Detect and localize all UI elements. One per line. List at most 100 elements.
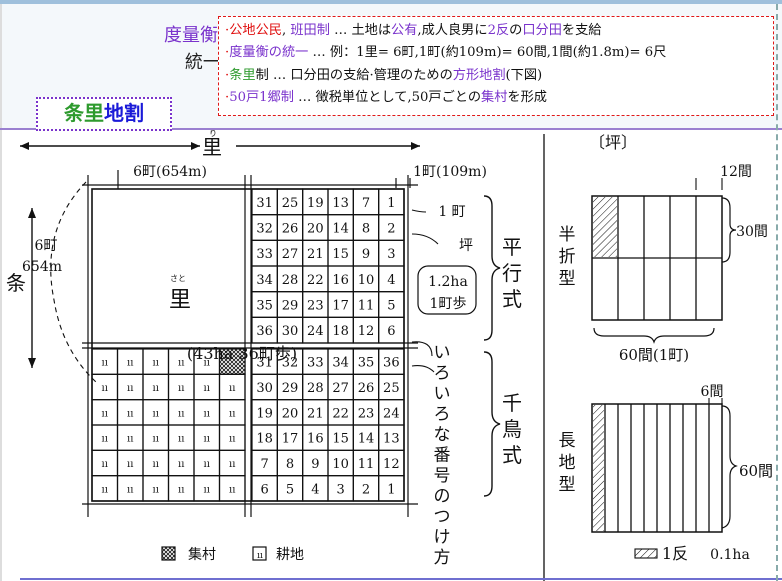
chidori-number: 13 bbox=[383, 432, 400, 447]
chidori-label: 式 bbox=[502, 443, 522, 467]
one-cho-right: 1 町 bbox=[438, 204, 465, 220]
field-symbol: ıı bbox=[178, 358, 184, 369]
chidori-label: 鳥 bbox=[502, 417, 522, 441]
heiko-label: 平 bbox=[502, 235, 522, 259]
tsubo-cell bbox=[378, 475, 405, 502]
heiko-number: 5 bbox=[387, 299, 395, 314]
naga-chi-label: 長 bbox=[559, 431, 576, 451]
chidori-number: 9 bbox=[311, 457, 319, 472]
field-symbol: ıı bbox=[127, 358, 133, 369]
chidori-number: 1 bbox=[387, 482, 395, 497]
chidori-number: 22 bbox=[332, 406, 349, 421]
chidori-label: 千 bbox=[502, 391, 522, 415]
note-line: ·50戸1郷制 … 徴税単位として,50戸ごとの集村を形成 bbox=[225, 87, 767, 109]
hatched-tsubo bbox=[593, 197, 617, 257]
heiko-number: 27 bbox=[282, 247, 299, 262]
heiko-number: 31 bbox=[256, 196, 273, 211]
note-text: 条里 bbox=[229, 67, 256, 83]
long-6ken: 6間 bbox=[701, 384, 724, 400]
section-label-part2: 地割 bbox=[104, 101, 144, 125]
field-legend-symbol: ıı bbox=[257, 551, 263, 561]
section-label-part1: 条里 bbox=[64, 101, 104, 125]
chidori-number: 25 bbox=[383, 381, 400, 396]
note-text: (下図) bbox=[505, 67, 543, 83]
numbering-char: け bbox=[434, 528, 451, 548]
field-symbol: ıı bbox=[102, 434, 108, 445]
chidori-number: 16 bbox=[307, 432, 324, 447]
leader bbox=[411, 209, 427, 213]
top-bar bbox=[0, 0, 782, 4]
note-text: 制 … 口分田の支給·管理のための bbox=[255, 67, 453, 83]
heiko-number: 13 bbox=[332, 196, 349, 211]
ri-ruby: り bbox=[209, 130, 217, 138]
note-text: 公有 bbox=[391, 23, 418, 38]
right-dash bbox=[776, 4, 778, 581]
heiko-number: 36 bbox=[256, 324, 273, 339]
chidori-number: 10 bbox=[332, 457, 349, 472]
chidori-number: 4 bbox=[311, 482, 319, 497]
chidori-number: 7 bbox=[261, 457, 269, 472]
field-symbol: ıı bbox=[229, 459, 235, 470]
numbering-char: つ bbox=[434, 507, 451, 527]
field-symbol: ıı bbox=[229, 484, 235, 495]
tsubo-bubble bbox=[417, 265, 477, 315]
field-symbol: ıı bbox=[178, 484, 184, 495]
chidori-number: 14 bbox=[358, 432, 375, 447]
chidori-number: 23 bbox=[358, 406, 375, 421]
tan-legend-icon bbox=[634, 548, 658, 559]
heiko-number: 7 bbox=[362, 196, 370, 211]
numbering-char: 方 bbox=[434, 548, 451, 568]
han-ori-label: 折 bbox=[559, 247, 576, 267]
chidori-number: 19 bbox=[256, 406, 273, 421]
note-text: を形成 bbox=[507, 90, 547, 106]
heiko-number: 19 bbox=[307, 196, 324, 211]
half-12ken: 12間 bbox=[720, 164, 752, 180]
numbering-char: い bbox=[434, 384, 451, 404]
left-rule bbox=[0, 4, 2, 581]
heiko-number: 33 bbox=[256, 247, 273, 262]
field-symbol: ıı bbox=[153, 383, 159, 394]
numbering-char: ろ bbox=[434, 364, 451, 384]
tsubo-area: 1町歩 bbox=[430, 296, 467, 312]
leader bbox=[411, 341, 433, 357]
field-symbol: ıı bbox=[127, 383, 133, 394]
heiko-number: 32 bbox=[256, 222, 273, 237]
heiko-number: 2 bbox=[387, 222, 395, 237]
legend-village: 集村 bbox=[188, 546, 216, 563]
tsubo-label: 坪 bbox=[459, 238, 473, 254]
field-cell bbox=[218, 475, 246, 502]
long-60ken: 60間 bbox=[739, 462, 773, 480]
field-symbol: ıı bbox=[204, 408, 210, 419]
chidori-number: 6 bbox=[261, 482, 269, 497]
arrow-head bbox=[20, 142, 29, 150]
arrow-head bbox=[191, 142, 200, 150]
bullet: · bbox=[225, 67, 230, 83]
heiko-number: 8 bbox=[362, 222, 370, 237]
field-symbol: ıı bbox=[153, 459, 159, 470]
heading-accent: 度量衡 bbox=[164, 25, 218, 46]
field-symbol: ıı bbox=[229, 383, 235, 394]
bottom-rule bbox=[20, 578, 782, 580]
heiko-label: 行 bbox=[502, 261, 522, 285]
chidori-number: 5 bbox=[286, 482, 294, 497]
chidori-number: 34 bbox=[332, 356, 349, 371]
heiko-number: 16 bbox=[332, 273, 349, 288]
heiko-number: 6 bbox=[387, 324, 395, 339]
field-symbol: ıı bbox=[153, 434, 159, 445]
chidori-number: 27 bbox=[332, 381, 349, 396]
heiko-number: 34 bbox=[256, 273, 273, 288]
note-text: を支給 bbox=[561, 23, 602, 38]
field-symbol: ıı bbox=[127, 434, 133, 445]
jo-label: 条 bbox=[6, 271, 26, 295]
heiko-number: 21 bbox=[307, 247, 324, 262]
leader bbox=[411, 233, 439, 245]
brace bbox=[483, 195, 501, 341]
field-symbol: ıı bbox=[102, 484, 108, 495]
chidori-number: 17 bbox=[282, 432, 299, 447]
heiko-number: 23 bbox=[307, 299, 324, 314]
note-text: 度量衡の統一 bbox=[229, 45, 309, 61]
arrow-head bbox=[28, 358, 36, 368]
field-symbol: ıı bbox=[127, 459, 133, 470]
field-symbol: ıı bbox=[102, 358, 108, 369]
heiko-label: 式 bbox=[502, 287, 522, 311]
